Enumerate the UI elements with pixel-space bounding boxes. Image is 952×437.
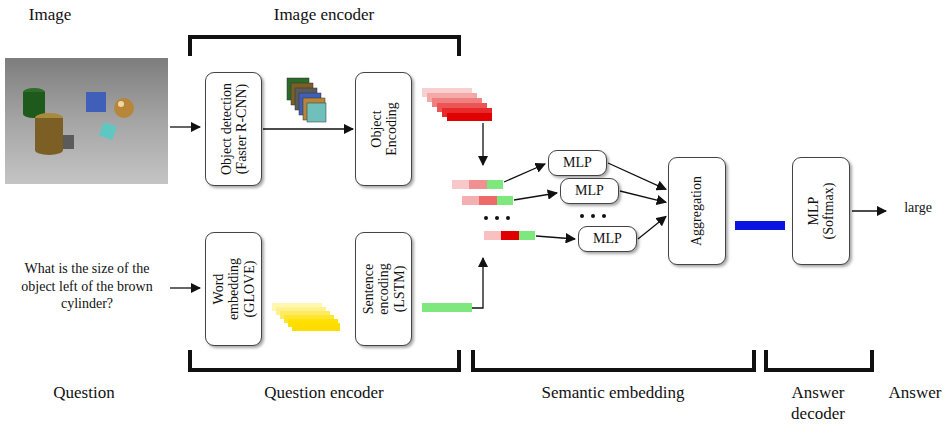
flow-arrow [482, 123, 483, 165]
section-title: Question [29, 382, 139, 403]
section-title: Question encoder [234, 382, 414, 403]
mlp-box: MLP [578, 226, 637, 252]
node-label: MLP [551, 155, 604, 170]
node-label: Sentence encoding (LSTM) [360, 256, 406, 322]
connector-arrow [638, 216, 666, 239]
decoder-box: MLP (Softmax) [792, 157, 850, 265]
section-bracket [190, 37, 872, 370]
process-box: Sentence encoding (LSTM) [355, 232, 412, 346]
question-text: What is the size of the object left of t… [7, 260, 167, 313]
flow-arrow [472, 258, 483, 308]
aggregation-box: Aggregation [668, 157, 726, 265]
section-title: Answer [880, 382, 950, 403]
section-title: Answer decoder [778, 382, 858, 425]
node-label: MLP (Softmax) [806, 178, 837, 244]
section-title: Image [10, 4, 90, 25]
sentence-vector [422, 303, 472, 312]
connector-arrow [620, 191, 666, 202]
node-label: Word embedding (GLOVE) [210, 252, 256, 326]
flow-arrow [504, 164, 545, 182]
node-label: Object detection (Faster R-CNN) [218, 79, 249, 179]
node-label: Aggregation [689, 162, 704, 260]
mlp-box: MLP [548, 150, 607, 176]
object-crops [287, 78, 326, 122]
input-arrow [170, 287, 200, 288]
process-box: Object detection (Faster R-CNN) [205, 72, 262, 186]
process-box: Word embedding (GLOVE) [205, 232, 262, 346]
scene-photo [5, 58, 168, 184]
process-box: Object Encoding [355, 72, 412, 186]
flow-arrow [514, 193, 557, 200]
aggregated-vector [735, 221, 785, 230]
section-title: Image encoder [244, 4, 404, 25]
word-embedding-stack [272, 303, 340, 331]
flow-arrow [536, 236, 575, 239]
node-label: Object Encoding [368, 98, 399, 160]
mlp-box: MLP [560, 178, 619, 204]
object-encoding-stack [422, 88, 492, 121]
output-arrow [852, 210, 886, 211]
node-label: MLP [563, 183, 616, 198]
connector-arrow [263, 128, 353, 129]
node-label: MLP [581, 231, 634, 246]
section-title: Semantic embedding [513, 382, 713, 403]
answer-text: large [893, 199, 943, 217]
input-arrow [170, 126, 200, 127]
